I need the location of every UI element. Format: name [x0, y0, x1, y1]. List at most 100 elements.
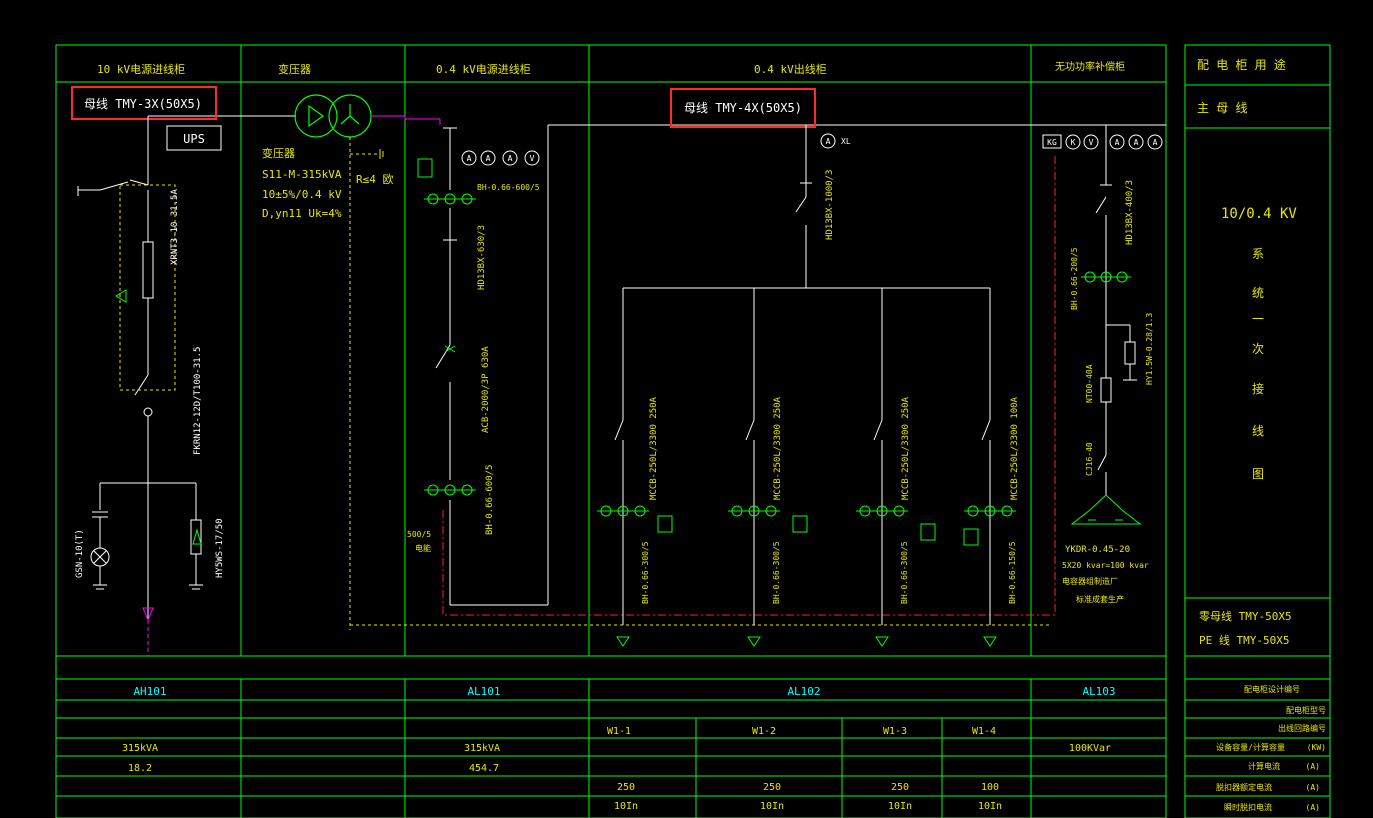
comp-arrester: HY1.5W-0.28/1.3: [1145, 313, 1154, 385]
comp-meter-v-icon: V: [1089, 138, 1094, 147]
setting-w1-2: 10In: [760, 801, 784, 812]
header-lv-incoming: 0.4 kV电源进线柜: [436, 62, 531, 76]
comp-switch: HD13BX-400/3: [1125, 180, 1135, 245]
xl-meter-a: A: [826, 137, 831, 146]
lv-out-main-switch: HD13BX-1000/3: [825, 170, 835, 240]
panel-char-4: 接: [1252, 381, 1264, 396]
lv-in-meter-note: 电能: [415, 543, 431, 553]
current-ah101: 18.2: [128, 763, 152, 774]
feeder-1: MCCB-250L/3300 250A BH-0.66-300/5: [597, 288, 673, 647]
feeder-4: MCCB-250L/3300 100A BH-0.66-150/5: [963, 288, 1020, 647]
capacity-ah101: 315kVA: [122, 743, 158, 754]
xl-meter-icon: [820, 133, 836, 149]
header-hv-incoming: 10 kV电源进线柜: [97, 62, 185, 76]
code-al103: AL103: [1082, 685, 1115, 698]
setting-w1-3: 10In: [888, 801, 912, 812]
panel-char-0: 系: [1252, 247, 1264, 261]
feeder-2-breaker: MCCB-250L/3300 250A: [773, 396, 783, 500]
ups-label: UPS: [183, 132, 205, 146]
ct-top-group: [424, 193, 476, 205]
hv-cabinet: [77, 116, 203, 620]
lv-in-ct-side: 500/5: [407, 530, 431, 539]
feeder-4-ct: BH-0.66-150/5: [1008, 541, 1017, 604]
capacity-al103: 100KVar: [1069, 743, 1111, 754]
load-switch-model: FKRN12-12D/T100-31.5: [193, 347, 203, 455]
row-label-loop: 出线回路编号: [1278, 723, 1326, 733]
feeder-2-ct: BH-0.66-300/5: [772, 541, 781, 604]
feeder-2: MCCB-250L/3300 250A BH-0.66-300/5: [728, 288, 808, 647]
ups-box: [166, 125, 222, 151]
panel-char-5: 线: [1252, 424, 1264, 438]
loop-w1-3: W1-3: [883, 726, 907, 737]
panel-char-2: 一: [1252, 312, 1264, 326]
panel-char-6: 图: [1252, 467, 1264, 481]
hv-bus-label: 母线 TMY-3X(50X5): [84, 97, 202, 111]
lv-bus: 母线 TMY-4X(50X5): [548, 88, 1166, 128]
loop-w1-4: W1-4: [972, 726, 996, 737]
header-compensation: 无功功率补偿柜: [1055, 60, 1125, 73]
unit-a-2: (A): [1306, 783, 1320, 792]
energy-meter-icon: [417, 158, 433, 178]
panel-title: 配 电 柜 用 途: [1197, 57, 1286, 72]
transformer-group: D,yn11 Uk=4%: [262, 207, 342, 220]
feeder-4-breaker: MCCB-250L/3300 100A: [1010, 396, 1020, 500]
lv-in-ct-top: BH-0.66-600/5: [477, 183, 540, 192]
ammeter-icon-1: A: [467, 154, 472, 163]
feeder-1-breaker: MCCB-250L/3300 250A: [649, 396, 659, 500]
row-label-code: 配电柜设计编号: [1244, 684, 1300, 694]
transformer-model: S11-M-315kVA: [262, 168, 342, 181]
feeder-1-ct: BH-0.66-300/5: [641, 541, 650, 604]
grounding-resistance: R≤4 欧: [356, 173, 394, 186]
fuse-model: XRNT3-10 31.5A: [170, 189, 180, 265]
hv-bus: 母线 TMY-3X(50X5): [71, 86, 296, 120]
row-label-trip: 脱扣器额定电流: [1216, 782, 1272, 792]
unit-a-3: (A): [1306, 803, 1320, 812]
row-label-instant: 瞬时脱扣电流: [1224, 802, 1272, 812]
comp-note-2: 标准成套生产: [1076, 594, 1124, 604]
compensation: [1095, 125, 1137, 495]
lv-bus-label: 母线 TMY-4X(50X5): [684, 101, 802, 115]
capacitor-model: GSN-10(T): [75, 529, 85, 578]
transformer-label: 变压器: [262, 146, 295, 160]
ammeter-icon-3: A: [508, 154, 513, 163]
panel-char-3: 次: [1252, 342, 1264, 356]
unit-a-1: (A): [1306, 762, 1320, 771]
comp-note-1: 电容器组制造厂: [1062, 576, 1118, 586]
hv-bus-highlight: [71, 86, 217, 120]
loop-w1-2: W1-2: [752, 726, 776, 737]
comp-meter-a1-icon: A: [1115, 138, 1120, 147]
header-lv-outgoing: 0.4 kV出线柜: [754, 62, 827, 76]
loop-w1-1: W1-1: [607, 726, 631, 737]
row-label-capacity: 设备容量/计算容量: [1216, 742, 1285, 752]
rating-w1-4: 100: [981, 782, 999, 793]
row-label-current: 计算电流: [1248, 761, 1280, 771]
setting-w1-1: 10In: [614, 801, 638, 812]
unit-kw: (KW): [1307, 743, 1326, 752]
xl-meter-label: XL: [841, 137, 851, 146]
comp-capacity: 5X20 kvar=100 kvar: [1062, 561, 1149, 570]
lv-in-breaker: ACB-2000/3P 630A: [481, 346, 491, 433]
feeder-3-breaker: MCCB-250L/3300 250A: [901, 396, 911, 500]
comp-meter-kg-icon: KG: [1047, 138, 1057, 147]
code-al101: AL101: [467, 685, 500, 698]
row-label-model: 配电柜型号: [1286, 705, 1326, 715]
cable-head-icon: [142, 607, 154, 622]
comp-ct: BH-0.66-200/5: [1070, 247, 1079, 310]
lv-incoming: [435, 125, 549, 606]
ammeter-icon-2: A: [486, 154, 491, 163]
panel-neutral-bus: 零母线 TMY-50X5: [1199, 609, 1292, 623]
feeder-3-ct: BH-0.66-300/5: [900, 541, 909, 604]
lv-in-ct-bottom: BH-0.66-600/5: [485, 465, 495, 535]
comp-meter-a3-icon: A: [1153, 138, 1158, 147]
panel-char-1: 统: [1252, 286, 1264, 300]
rating-w1-2: 250: [763, 782, 781, 793]
setting-w1-4: 10In: [978, 801, 1002, 812]
header-transformer: 变压器: [278, 62, 311, 76]
panel-main-bus: 主 母 线: [1197, 101, 1247, 115]
voltmeter-icon: V: [530, 154, 535, 163]
panel-system-voltage: 10/0.4 KV: [1221, 206, 1297, 222]
rating-w1-3: 250: [891, 782, 909, 793]
current-al101: 454.7: [469, 763, 499, 774]
code-ah101: AH101: [133, 685, 166, 698]
